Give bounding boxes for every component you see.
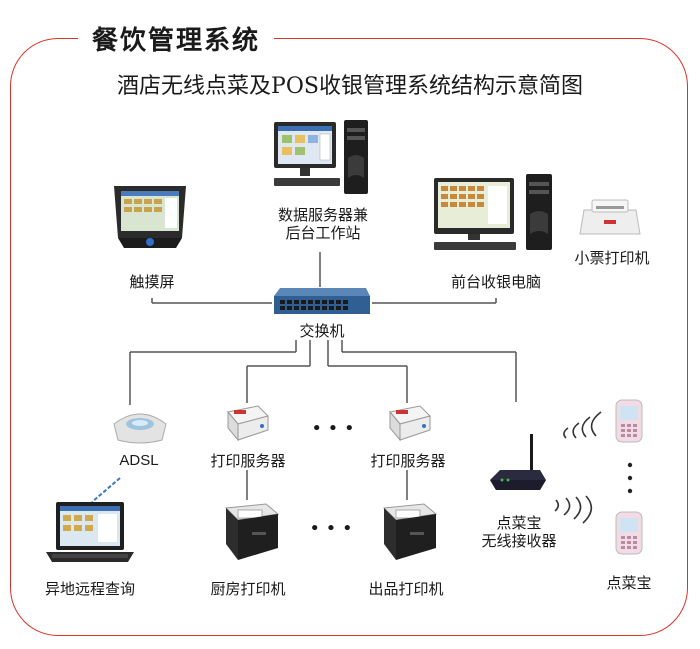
dish-printer-icon <box>382 503 438 560</box>
switch-label: 交换机 <box>299 322 345 340</box>
laptop-icon <box>46 502 134 562</box>
handheld-label: 点菜宝 <box>606 574 652 592</box>
remote-query-label: 异地远程查询 <box>44 580 135 598</box>
wireless-receiver-label-line1: 点菜宝 <box>496 514 542 532</box>
wireless-receiver-label: 点菜宝 无线接收器 <box>464 514 574 550</box>
server-label: 数据服务器兼 后台工作站 <box>268 206 378 242</box>
server-label-line2: 后台工作站 <box>285 224 361 242</box>
adsl-label: ADSL <box>119 452 159 469</box>
wireless-signal-upper <box>563 411 602 439</box>
header-title: 餐饮管理系统 <box>78 20 275 57</box>
receipt-printer-label: 小票打印机 <box>574 249 650 267</box>
print-server-2-icon <box>389 405 431 442</box>
handheld-ellipsis <box>627 462 633 494</box>
printer-ellipsis: • • • <box>309 518 353 539</box>
print-server-ellipsis: • • • <box>311 418 355 439</box>
kitchen-printer-label: 厨房打印机 <box>210 580 286 598</box>
wireless-receiver-icon <box>490 434 546 490</box>
print-server-2-label: 打印服务器 <box>370 452 446 470</box>
print-server-1-icon <box>227 405 269 442</box>
dish-printer-label: 出品打印机 <box>368 580 444 598</box>
print-server-1-label: 打印服务器 <box>210 452 286 470</box>
wireless-signal-lower <box>554 495 593 524</box>
touch-screen-label: 触摸屏 <box>129 273 175 291</box>
server-label-line1: 数据服务器兼 <box>277 206 368 224</box>
switch-icon <box>274 288 370 314</box>
cashier-pc-label: 前台收银电脑 <box>450 273 541 291</box>
wireless-receiver-label-line2: 无线接收器 <box>481 532 557 550</box>
diagram-title: 酒店无线点菜及POS收银管理系统结构示意简图 <box>117 74 583 99</box>
touch-screen-icon <box>114 186 186 248</box>
adsl-modem-icon <box>113 413 167 444</box>
cashier-pc-icon <box>434 174 552 250</box>
handheld-bottom-icon <box>615 511 643 555</box>
handheld-top-icon <box>615 399 643 443</box>
server-workstation-icon <box>274 120 368 194</box>
diagram-frame <box>10 38 688 636</box>
receipt-printer-icon <box>579 199 641 235</box>
kitchen-printer-icon <box>224 503 280 560</box>
